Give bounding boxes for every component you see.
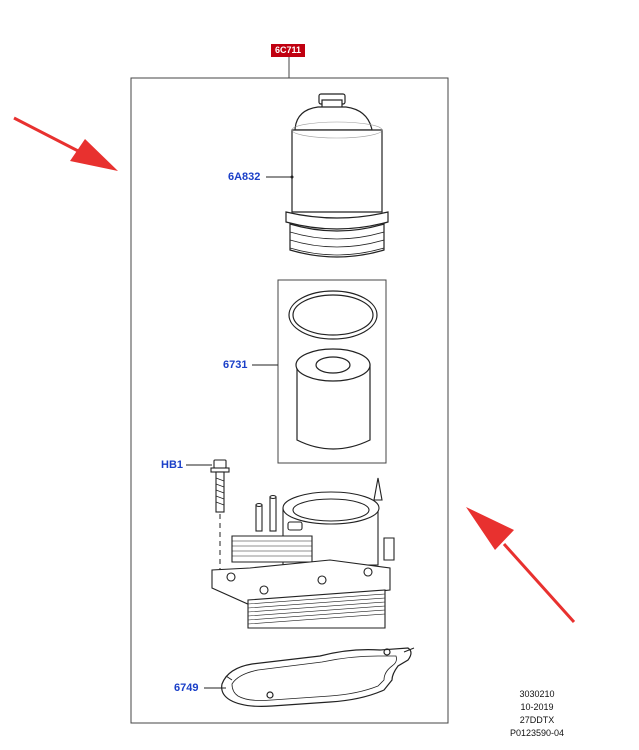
reference-line-1: 3030210	[519, 689, 555, 699]
part-label-hb1: HB1	[161, 459, 184, 471]
reference-block: 3030210 10-2019 27DDTX P0123590-04	[497, 688, 577, 740]
red-arrow-bottom-right	[466, 507, 576, 624]
part-label-6731: 6731	[223, 359, 248, 371]
part-label-6749: 6749	[174, 682, 199, 694]
bolt	[210, 459, 230, 513]
gasket	[221, 647, 415, 707]
part-label-6a832: 6A832	[228, 171, 261, 183]
filter-cartridge	[295, 348, 371, 450]
reference-line-4: P0123590-04	[509, 728, 565, 738]
reference-line-3: 27DDTX	[519, 715, 555, 725]
oil-cooler-housing	[211, 477, 395, 629]
o-ring-seal	[288, 290, 378, 340]
red-arrow-top-left	[13, 116, 118, 171]
assembly-code-tag: 6C711	[271, 44, 306, 57]
filter-housing-cap	[285, 93, 389, 258]
filter-element-box	[277, 279, 387, 464]
reference-line-2: 10-2019	[520, 702, 554, 712]
